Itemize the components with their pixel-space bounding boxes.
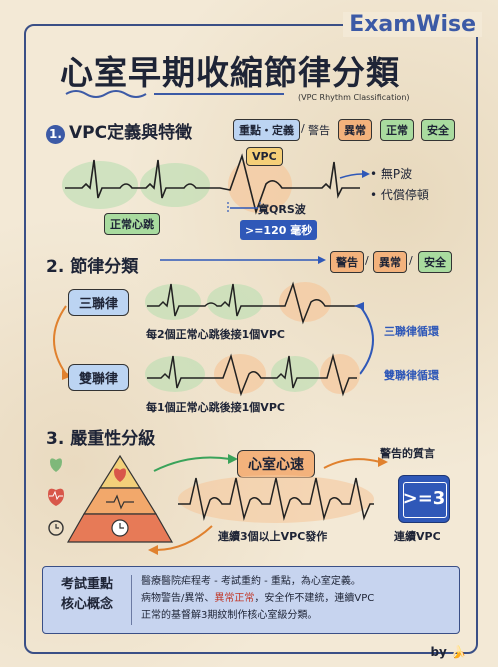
credit: by 🍌 — [430, 645, 466, 659]
vpc-tag: VPC — [246, 147, 283, 166]
tag-warning-text: 警告 — [308, 124, 330, 137]
section1-title: VPC定義與特徵 — [69, 123, 193, 143]
page-frame — [24, 24, 478, 654]
pyramid-to-vt-arrow — [153, 454, 238, 472]
tag-abnormal: 異常 — [338, 119, 372, 141]
bigeminy-cycle-label: 雙聯律循環 — [384, 369, 439, 382]
s2-tag-warning: 警告 — [330, 251, 364, 273]
summary-divider — [131, 575, 132, 625]
summary-line-1: 醫療醫院疟程考 - 考試重約 - 重點，為心室定義。 — [141, 576, 361, 587]
summary-body: 醫療醫院疟程考 - 考試重約 - 重點，為心室定義。 病物警告/異常、異常正常，… — [141, 573, 453, 624]
title-underline — [65, 90, 284, 98]
count-caption: 連續VPC — [394, 530, 441, 543]
trigeminy-label: 三聯律 — [68, 289, 130, 316]
wide-qrs-label: 寬QRS波 — [258, 203, 306, 216]
normal-beat-label: 正常心跳 — [104, 213, 160, 235]
summary-heading: 考試重點 核心概念 — [60, 577, 113, 612]
s2-slash-1: / — [365, 254, 369, 267]
page-title: 心室早期收縮節律分類 — [60, 53, 400, 92]
s2-slash-2: / — [409, 254, 413, 267]
bullet-compensatory-pause: • 代償停頓 — [370, 188, 429, 202]
section1-number: 1. — [46, 125, 65, 144]
tag-important: 重點・定義 — [233, 119, 300, 141]
section1-heading: 1.VPC定義與特徵 — [46, 118, 192, 144]
trigeminy-ecg — [145, 281, 357, 325]
summary-box: 考試重點 核心概念 醫療醫院疟程考 - 考試重約 - 重點，為心室定義。 病物警… — [42, 566, 460, 634]
vt-ecg — [178, 475, 374, 523]
tag-slash: / — [301, 122, 305, 135]
warning-label: 警告的質言 — [380, 447, 435, 460]
count-value: >=3 — [402, 488, 446, 509]
trigeminy-cycle-label: 三聯律循環 — [384, 325, 439, 338]
section3-heading: 3. 嚴重性分級 — [46, 429, 156, 449]
tag-normal: 正常 — [380, 119, 414, 141]
right-cycle-arrow — [354, 302, 374, 375]
vt-to-warning-arrow — [323, 457, 388, 469]
banana-icon: 🍌 — [451, 645, 466, 659]
vpc-ecg-strip — [62, 153, 370, 215]
section2-arrow — [160, 256, 326, 264]
trigeminy-desc: 每2個正常心跳後接1個VPC — [146, 328, 285, 341]
summary-line-2: 病物警告/異常、異常正常，安全作不建統，連續VPC — [141, 593, 375, 604]
bigeminy-desc: 每1個正常心跳後接1個VPC — [146, 401, 285, 414]
s2-tag-abnormal: 異常 — [373, 251, 407, 273]
count-calendar-icon: >=3 — [398, 475, 450, 523]
vt-back-arrow — [148, 525, 213, 555]
vt-desc: 連續3個以上VPC發作 — [218, 530, 328, 543]
severity-pyramid — [48, 454, 174, 543]
summary-line-3: 正常的基督解3期紋制作核心室級分類。 — [141, 610, 318, 621]
qrs-width-value: >=120 毫秒 — [240, 220, 318, 240]
brand-logo: ExamWise — [343, 12, 482, 37]
left-cycle-arrow — [53, 305, 72, 380]
bullet-no-p-wave: • 無P波 — [370, 167, 413, 181]
tag-safe: 安全 — [421, 119, 455, 141]
section2-heading: 2. 節律分類 — [46, 257, 139, 277]
page-subtitle: (VPC Rhythm Classification) — [298, 93, 410, 102]
s2-tag-safe: 安全 — [418, 251, 452, 273]
bigeminy-ecg — [145, 353, 360, 397]
bigeminy-label: 雙聯律 — [68, 364, 130, 391]
